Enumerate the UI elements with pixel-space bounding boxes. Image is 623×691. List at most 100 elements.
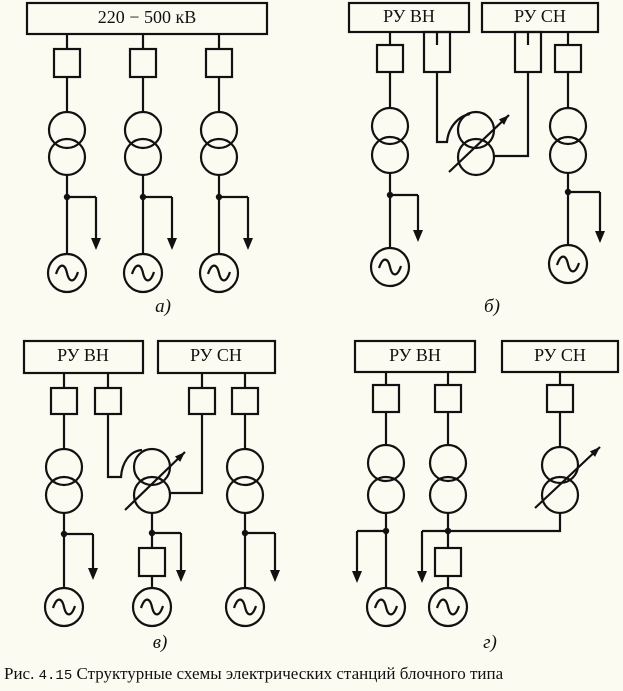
junction-dot [241, 529, 249, 537]
scheme-label-v: в) [153, 632, 168, 653]
breaker-icon [433, 383, 463, 414]
transformer-winding-icon [428, 475, 468, 515]
transformer-winding-icon [370, 106, 410, 146]
breaker-icon [52, 47, 82, 79]
wire [494, 72, 530, 158]
transformer-winding-icon [225, 475, 265, 515]
transformer-winding-icon [44, 475, 84, 515]
bus-ru-vn [22, 339, 145, 375]
junction-dot [139, 193, 147, 201]
transformer-winding-icon [548, 135, 588, 175]
generator-sine-icon [377, 258, 403, 276]
junction-dot [215, 193, 223, 201]
generator-sine-icon [51, 598, 77, 616]
junction-dot [148, 529, 156, 537]
breaker-icon [128, 47, 158, 79]
generator-icon [427, 586, 469, 628]
caption-number: 4.15 [38, 668, 73, 684]
breaker-icon [433, 546, 463, 578]
regulation-arrow [448, 114, 510, 173]
bus-label-hv-g: РУ ВН [389, 345, 441, 365]
generator-sine-icon [139, 598, 165, 616]
transformer-winding-icon [548, 106, 588, 146]
generator-sine-icon [206, 264, 232, 282]
bus-label-mv-g: РУ СН [534, 345, 586, 365]
arrow-head-icon [174, 452, 185, 462]
breaker-icon [93, 386, 123, 416]
wire [435, 72, 471, 144]
wire [170, 414, 204, 495]
wire [106, 414, 143, 479]
transformer-winding-icon [132, 447, 172, 487]
bus-ru-vn [353, 339, 477, 374]
arrow-head-icon [167, 238, 177, 250]
arrow-head-icon [413, 230, 423, 242]
arrow-head-icon [498, 115, 509, 125]
scheme-label-g: г) [483, 632, 497, 653]
transformer-winding-icon [366, 443, 406, 483]
generator-icon [131, 586, 173, 628]
arrow-head-icon [417, 571, 427, 583]
junction-dot [63, 193, 71, 201]
junction-dot [564, 188, 572, 196]
arrow-head-icon [176, 570, 186, 582]
bus-label-220-500kv: 220 − 500 кВ [98, 7, 196, 27]
arrow-head-icon [88, 568, 98, 580]
transformer-winding-icon [47, 110, 87, 150]
junction-dot [386, 191, 394, 199]
generator-icon [547, 243, 589, 285]
arrow-head-icon [270, 570, 280, 582]
generator-icon [43, 586, 85, 628]
breaker-icon [553, 43, 583, 74]
transformer-winding-icon [456, 110, 496, 150]
transformer-winding-icon [540, 445, 580, 485]
regulation-arrow [534, 446, 601, 509]
junction-dot [382, 527, 390, 535]
generator-icon [122, 252, 164, 294]
transformer-winding-icon [44, 447, 84, 487]
breaker-icon [375, 43, 405, 74]
arrow-head-icon [589, 447, 600, 457]
transformer-winding-icon [199, 110, 239, 150]
generator-sine-icon [232, 598, 258, 616]
breaker-icon [204, 47, 234, 79]
caption-prefix: Рис. [4, 664, 35, 683]
bus-label-hv-b: РУ ВН [383, 6, 435, 26]
transformer-winding-icon [123, 110, 163, 150]
transformer-winding-icon [123, 137, 163, 177]
generator-sine-icon [373, 598, 399, 616]
bus-label-mv-b: РУ СН [514, 6, 566, 26]
breaker-icon [137, 546, 167, 578]
breaker-icon [49, 386, 79, 416]
generator-sine-icon [130, 264, 156, 282]
block-station-diagrams: 220 − 500 кВ РУ ВН РУ СН РУ ВН РУ СН РУ … [22, 1, 620, 653]
transformer-winding-icon [370, 135, 410, 175]
junction-dot [444, 527, 452, 535]
bus-ru-sn [156, 339, 277, 375]
transformer-winding-icon [199, 137, 239, 177]
scheme-label-b: б) [484, 296, 500, 317]
arrow-head-icon [352, 571, 362, 583]
scheme-label-a: а) [155, 296, 171, 317]
junction-dot [60, 530, 68, 538]
generator-sine-icon [555, 255, 581, 273]
generator-sine-icon [435, 598, 461, 616]
caption-text: Структурные схемы электрических станций … [76, 664, 504, 683]
regulation-arrow [124, 451, 186, 511]
transformer-winding-icon [225, 447, 265, 487]
arrow-head-icon [91, 238, 101, 250]
figure-caption: Рис. 4.15 Структурные схемы электрически… [4, 664, 503, 684]
generator-icon [198, 252, 240, 294]
wire [448, 513, 562, 533]
breaker-icon [371, 383, 401, 414]
bus-label-hv-v: РУ ВН [57, 345, 109, 365]
bus-220-500kv [25, 1, 269, 36]
generator-icon [365, 586, 407, 628]
breaker-icon [187, 386, 217, 416]
arrow-head-icon [595, 231, 605, 243]
generator-sine-icon [54, 264, 80, 282]
transformer-winding-icon [47, 137, 87, 177]
transformer-winding-icon [366, 475, 406, 515]
transformer-winding-icon [428, 443, 468, 483]
